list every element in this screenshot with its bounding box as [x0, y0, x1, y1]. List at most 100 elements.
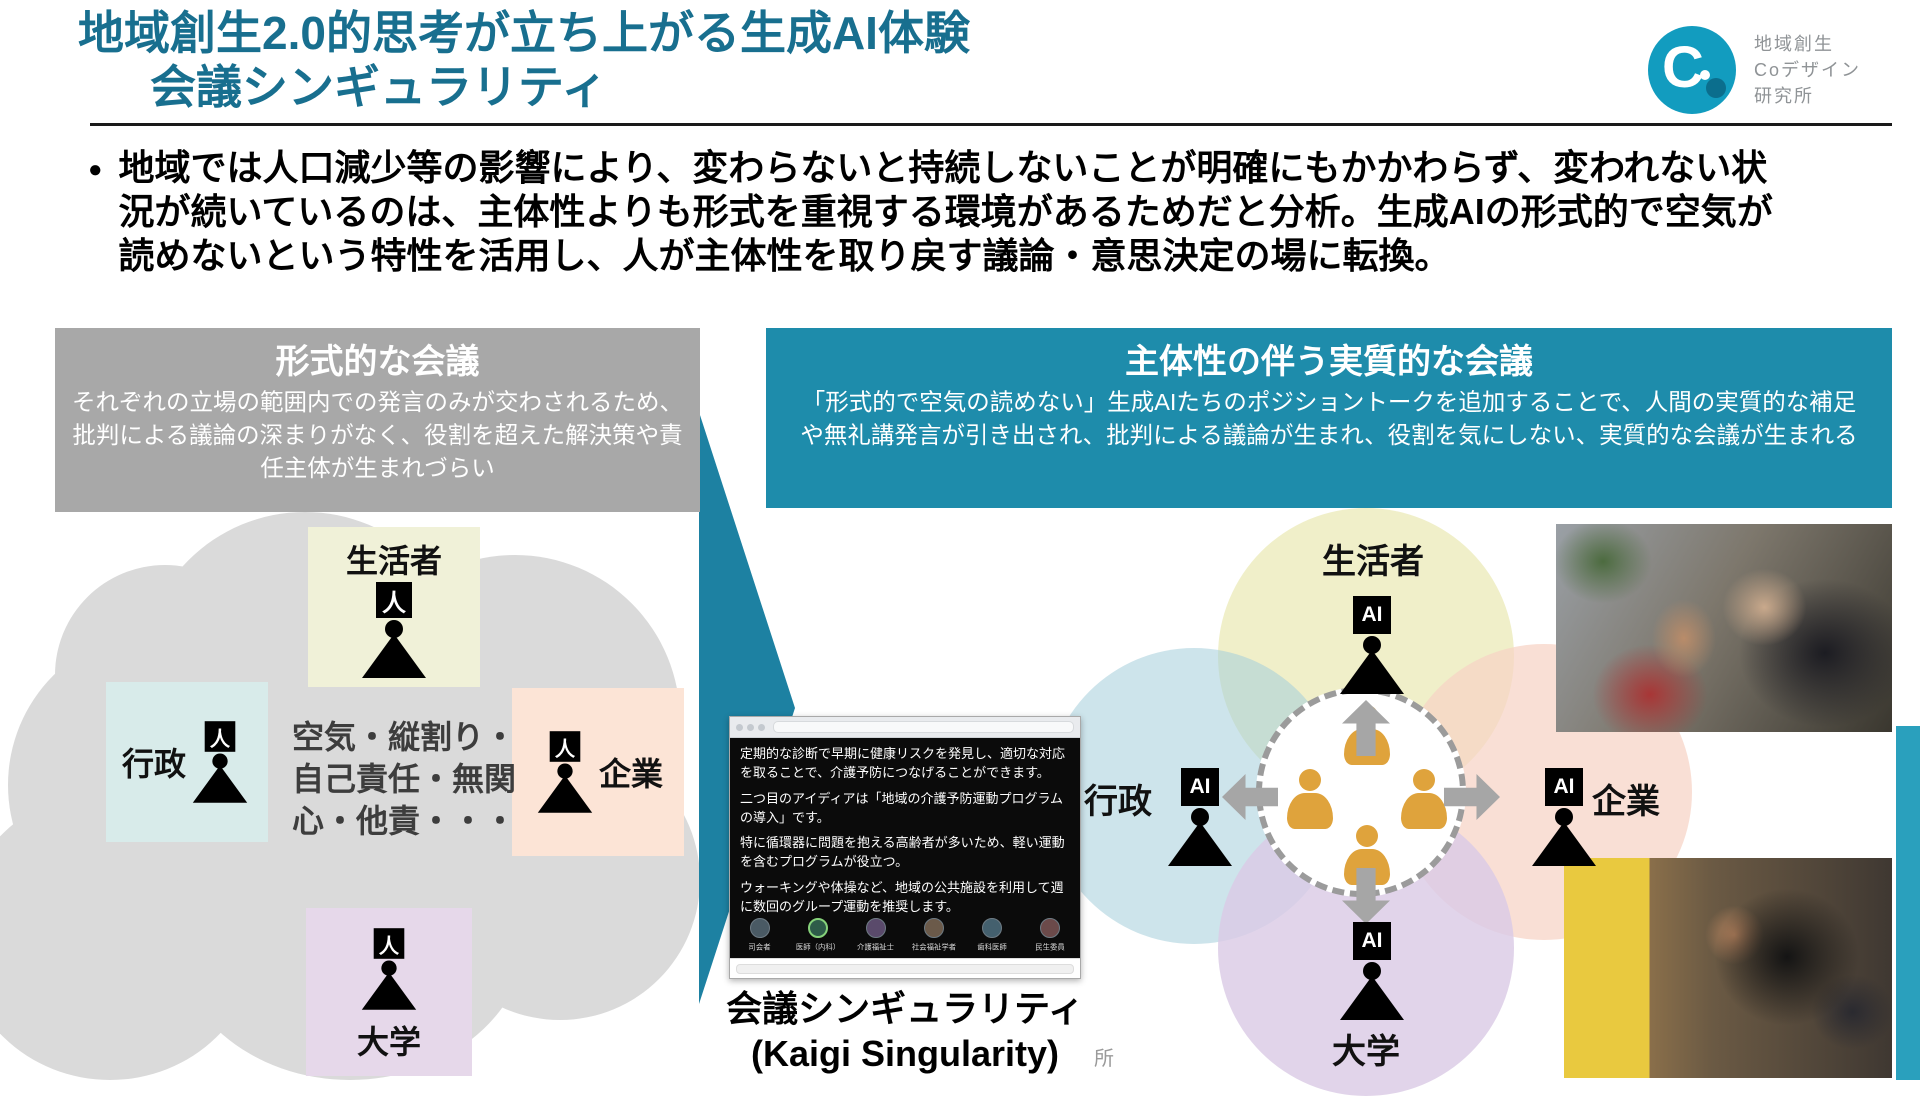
role-box-government: 行政 人 [106, 682, 268, 842]
window-dot-icon [736, 723, 743, 731]
screenshot-caption: 会議シンギュラリティ (Kaigi Singularity) [712, 986, 1098, 1076]
person-icon: 人 [361, 928, 417, 1010]
substantive-meeting-title: 主体性の伴う実質的な会議 [1125, 343, 1533, 381]
chat-message: ウォーキングや体操など、地域の公共施設を利用して週に数回のグループ運動を推奨しま… [740, 880, 1064, 914]
person-silhouette-icon [192, 753, 248, 803]
title-divider [90, 123, 1892, 126]
participant-chip: 民生委員 [1025, 918, 1075, 953]
chat-input-field [736, 963, 1074, 974]
ai-agent-icon-business: AI [1532, 768, 1596, 866]
formal-meeting-keywords: 空気・縦割り・自己責任・無関心・他責・・・ [292, 719, 517, 840]
person-icon: 人 [192, 721, 248, 803]
person-silhouette-icon [1340, 636, 1404, 694]
participant-chip: 社会福祉学者 [909, 918, 959, 953]
role-label-university: 大学 [356, 1024, 421, 1060]
logo-dot-icon [1700, 70, 1710, 80]
ai-agent-icon-university: AI [1340, 922, 1404, 1020]
role-label-residents-right: 生活者 [1322, 543, 1424, 581]
participant-name: 司会者 [748, 942, 772, 952]
person-silhouette-icon [361, 960, 417, 1010]
right-edge-accent-bar [1896, 726, 1920, 1080]
caption-line-1: 会議シンギュラリティ [726, 988, 1084, 1029]
avatar [1040, 918, 1060, 938]
participant-name: 医師（内科） [795, 942, 841, 952]
role-box-university: 人 大学 [306, 908, 472, 1076]
role-label-university-right: 大学 [1332, 1033, 1400, 1071]
watermark-fragment: 所 [1094, 1048, 1114, 1070]
human-participant-icon [1396, 769, 1452, 833]
participant-name: 介護福祉士 [857, 942, 895, 952]
ai-agent-icon-government: AI [1168, 768, 1232, 866]
logo-letter: C [1662, 35, 1704, 100]
person-silhouette-icon [1532, 808, 1596, 866]
person-kanji-badge: 人 [549, 731, 581, 762]
role-label-government-right: 行政 [1084, 783, 1152, 821]
photo-workshop-top [1556, 524, 1892, 732]
photo-workshop-bottom [1564, 858, 1892, 1078]
summary-text: 地域では人口減少等の影響により、変わらないと持続しないことが明確にもかかわらず、… [118, 147, 1773, 276]
person-silhouette-icon [1340, 962, 1404, 1020]
browser-chrome [730, 717, 1080, 738]
participant-chip-active: 医師（内科） [793, 918, 843, 953]
caption-line-2: (Kaigi Singularity) [750, 1033, 1060, 1074]
person-icon: 人 [537, 731, 593, 813]
participant-chip: 歯科医師 [967, 918, 1017, 953]
role-label-government: 行政 [121, 746, 186, 782]
human-participant-icon [1339, 825, 1395, 889]
person-kanji-badge: 人 [376, 582, 412, 618]
kaigi-singularity-screenshot: 定期的な診断で早期に健康リスクを発見し、適切な対応を取ることで、介護予防につなげ… [729, 716, 1081, 979]
participant-name: 社会福祉学者 [911, 942, 957, 952]
formal-meeting-title: 形式的な会議 [275, 343, 480, 381]
avatar [924, 918, 944, 938]
participant-chip: 介護福祉士 [851, 918, 901, 953]
avatar [982, 918, 1002, 938]
address-bar [773, 721, 1074, 733]
title-line-2: 会議シンギュラリティ [150, 61, 608, 114]
role-box-residents: 生活者 人 [308, 527, 480, 687]
chat-input-row [730, 958, 1080, 978]
ai-agent-icon-residents: AI [1340, 596, 1404, 694]
role-box-business: 人 企業 [512, 688, 684, 856]
person-silhouette-icon [1168, 808, 1232, 866]
role-label-residents: 生活者 [345, 543, 442, 579]
bullet-icon: ● [88, 156, 103, 183]
person-kanji-badge: 人 [373, 928, 405, 959]
role-label-business-right: 企業 [1592, 783, 1660, 821]
ai-badge: AI [1545, 768, 1583, 806]
title-line-1: 地域創生2.0的思考が立ち上がる生成AI体験 [78, 7, 970, 59]
chat-message: 二つ目のアイディアは「地域の介護予防運動プログラムの導入」です。 [740, 790, 1064, 825]
ai-badge: AI [1353, 922, 1391, 960]
person-icon: 人 [362, 582, 426, 678]
window-dot-icon [747, 723, 754, 731]
logo-dot-icon [1706, 78, 1726, 98]
page-title: 地域創生2.0的思考が立ち上がる生成AI体験 会議シンギュラリティ [78, 6, 970, 115]
avatar [866, 918, 886, 938]
role-label-business: 企業 [598, 756, 663, 792]
person-silhouette-icon [537, 763, 593, 813]
org-name-line: 研究所 [1754, 86, 1814, 107]
formal-meeting-description: それぞれの立場の範囲内での発言のみが交わされるため、批判による議論の深まりがなく… [72, 389, 683, 481]
window-dot-icon [758, 723, 765, 731]
avatar [750, 918, 770, 938]
summary-paragraph: ● 地域では人口減少等の影響により、変わらないと持続しないことが明確にもかかわら… [88, 146, 1814, 278]
org-name-line: 地域創生 [1754, 33, 1834, 54]
ai-badge: AI [1181, 768, 1219, 806]
org-name: 地域創生 Coデザイン 研究所 [1754, 31, 1861, 109]
chat-message: 定期的な診断で早期に健康リスクを発見し、適切な対応を取ることで、介護予防につなげ… [740, 746, 1066, 780]
person-kanji-badge: 人 [204, 721, 236, 752]
participant-row: 司会者 医師（内科） 介護福祉士 社会福祉学者 歯科医師 民生委員 [730, 916, 1080, 958]
participant-chip: 司会者 [735, 918, 785, 953]
formal-meeting-panel: 形式的な会議 それぞれの立場の範囲内での発言のみが交わされるため、批判による議論… [55, 328, 700, 512]
participant-name: 民生委員 [1035, 942, 1065, 952]
human-participant-icon [1282, 769, 1338, 833]
org-name-line: Coデザイン [1754, 59, 1862, 80]
substantive-meeting-description: 「形式的で空気の読めない」生成AIたちのポジショントークを追加することで、人間の… [800, 389, 1858, 448]
chat-message: 特に循環器に問題を抱える高齢者が多いため、軽い運動を含むプログラムが役立つ。 [740, 835, 1065, 870]
person-silhouette-icon [362, 620, 426, 678]
chat-transcript: 定期的な診断で早期に健康リスクを発見し、適切な対応を取ることで、介護予防につなげ… [730, 738, 1080, 916]
logo-mark-icon: C [1648, 26, 1736, 114]
participant-name: 歯科医師 [977, 942, 1007, 952]
avatar [808, 918, 828, 938]
substantive-meeting-panel: 主体性の伴う実質的な会議 「形式的で空気の読めない」生成AIたちのポジショントー… [766, 328, 1892, 508]
ai-badge: AI [1353, 596, 1391, 634]
